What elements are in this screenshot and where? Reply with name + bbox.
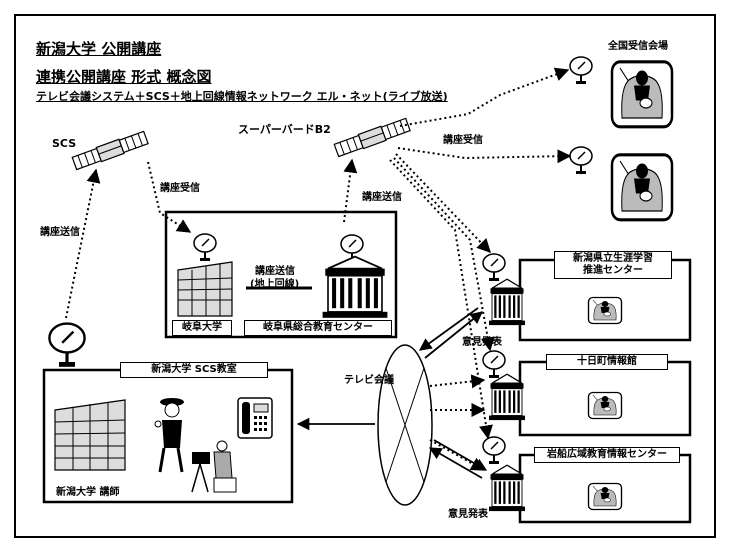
ground-line-label-1: 講座送信 — [255, 266, 295, 277]
audience-screen-icon — [587, 391, 623, 420]
gifu-center-building-icon — [321, 255, 389, 319]
venue-building-icon — [488, 278, 526, 326]
audience-screen-icon — [587, 296, 623, 325]
niigata-lecturer-label: 新潟大学 講師 — [56, 487, 120, 498]
audience-screen-icon — [587, 482, 623, 511]
dish-icon — [482, 350, 506, 379]
gifu-university-label: 岐阜大学 — [172, 320, 232, 336]
niigata-university-building-icon — [54, 399, 126, 471]
page-description: テレビ会議システム＋SCS＋地上回線情報ネットワーク エル・ネット(ライブ放送) — [36, 90, 448, 103]
video-camera-icon — [191, 440, 237, 493]
lecture-recv-label: 講座受信 — [160, 183, 200, 194]
page-title: 新潟大学 公開講座 — [36, 40, 162, 58]
tv-conference-label: テレビ会議 — [344, 375, 394, 386]
page-subtitle: 連携公開講座 形式 概念図 — [36, 68, 212, 86]
venue-building-icon — [488, 464, 526, 512]
venue-building-icon — [488, 373, 526, 421]
audience-screen-icon — [610, 153, 674, 222]
outer-frame — [14, 14, 716, 538]
dish-icon — [482, 436, 506, 465]
gifu-center-label: 岐阜県総合教育センター — [244, 320, 392, 336]
conference-links — [296, 307, 488, 479]
niigata-room-label: 新潟大学 SCS教室 — [120, 362, 268, 378]
venue-label-3: 岩船広域教育情報センター — [534, 447, 680, 463]
audience-screen-icon — [610, 60, 674, 129]
superbird-label: スーパーバードB2 — [238, 123, 331, 136]
ground-line-label-2: (地上回線) — [250, 279, 300, 290]
nationwide-venues-label: 全国受信会場 — [608, 41, 668, 52]
lecture-send-right-label: 講座送信 — [362, 192, 402, 203]
gifu-university-building-icon — [177, 261, 233, 317]
opinion-label-2: 意見発表 — [448, 509, 488, 520]
dish-icon — [569, 56, 593, 85]
dish-icon — [569, 146, 593, 175]
venue-label-1: 新潟県立生涯学習 推進センター — [554, 251, 672, 279]
scs-label: SCS — [52, 137, 77, 150]
dish-icon — [47, 322, 87, 369]
telephone-icon — [237, 397, 273, 439]
lecture-recv-right-label: 講座受信 — [443, 135, 483, 146]
superbird-satellite-icon — [333, 116, 412, 159]
scs-satellite-icon — [71, 129, 150, 172]
venue-label-2: 十日町情報館 — [546, 354, 668, 370]
dish-icon — [482, 253, 506, 282]
lecture-send-left-label: 講座送信 — [40, 227, 80, 238]
opinion-label-1: 意見発表 — [462, 337, 502, 348]
tv-conference-hub — [377, 344, 433, 506]
lecturer-figure-icon — [154, 398, 184, 473]
